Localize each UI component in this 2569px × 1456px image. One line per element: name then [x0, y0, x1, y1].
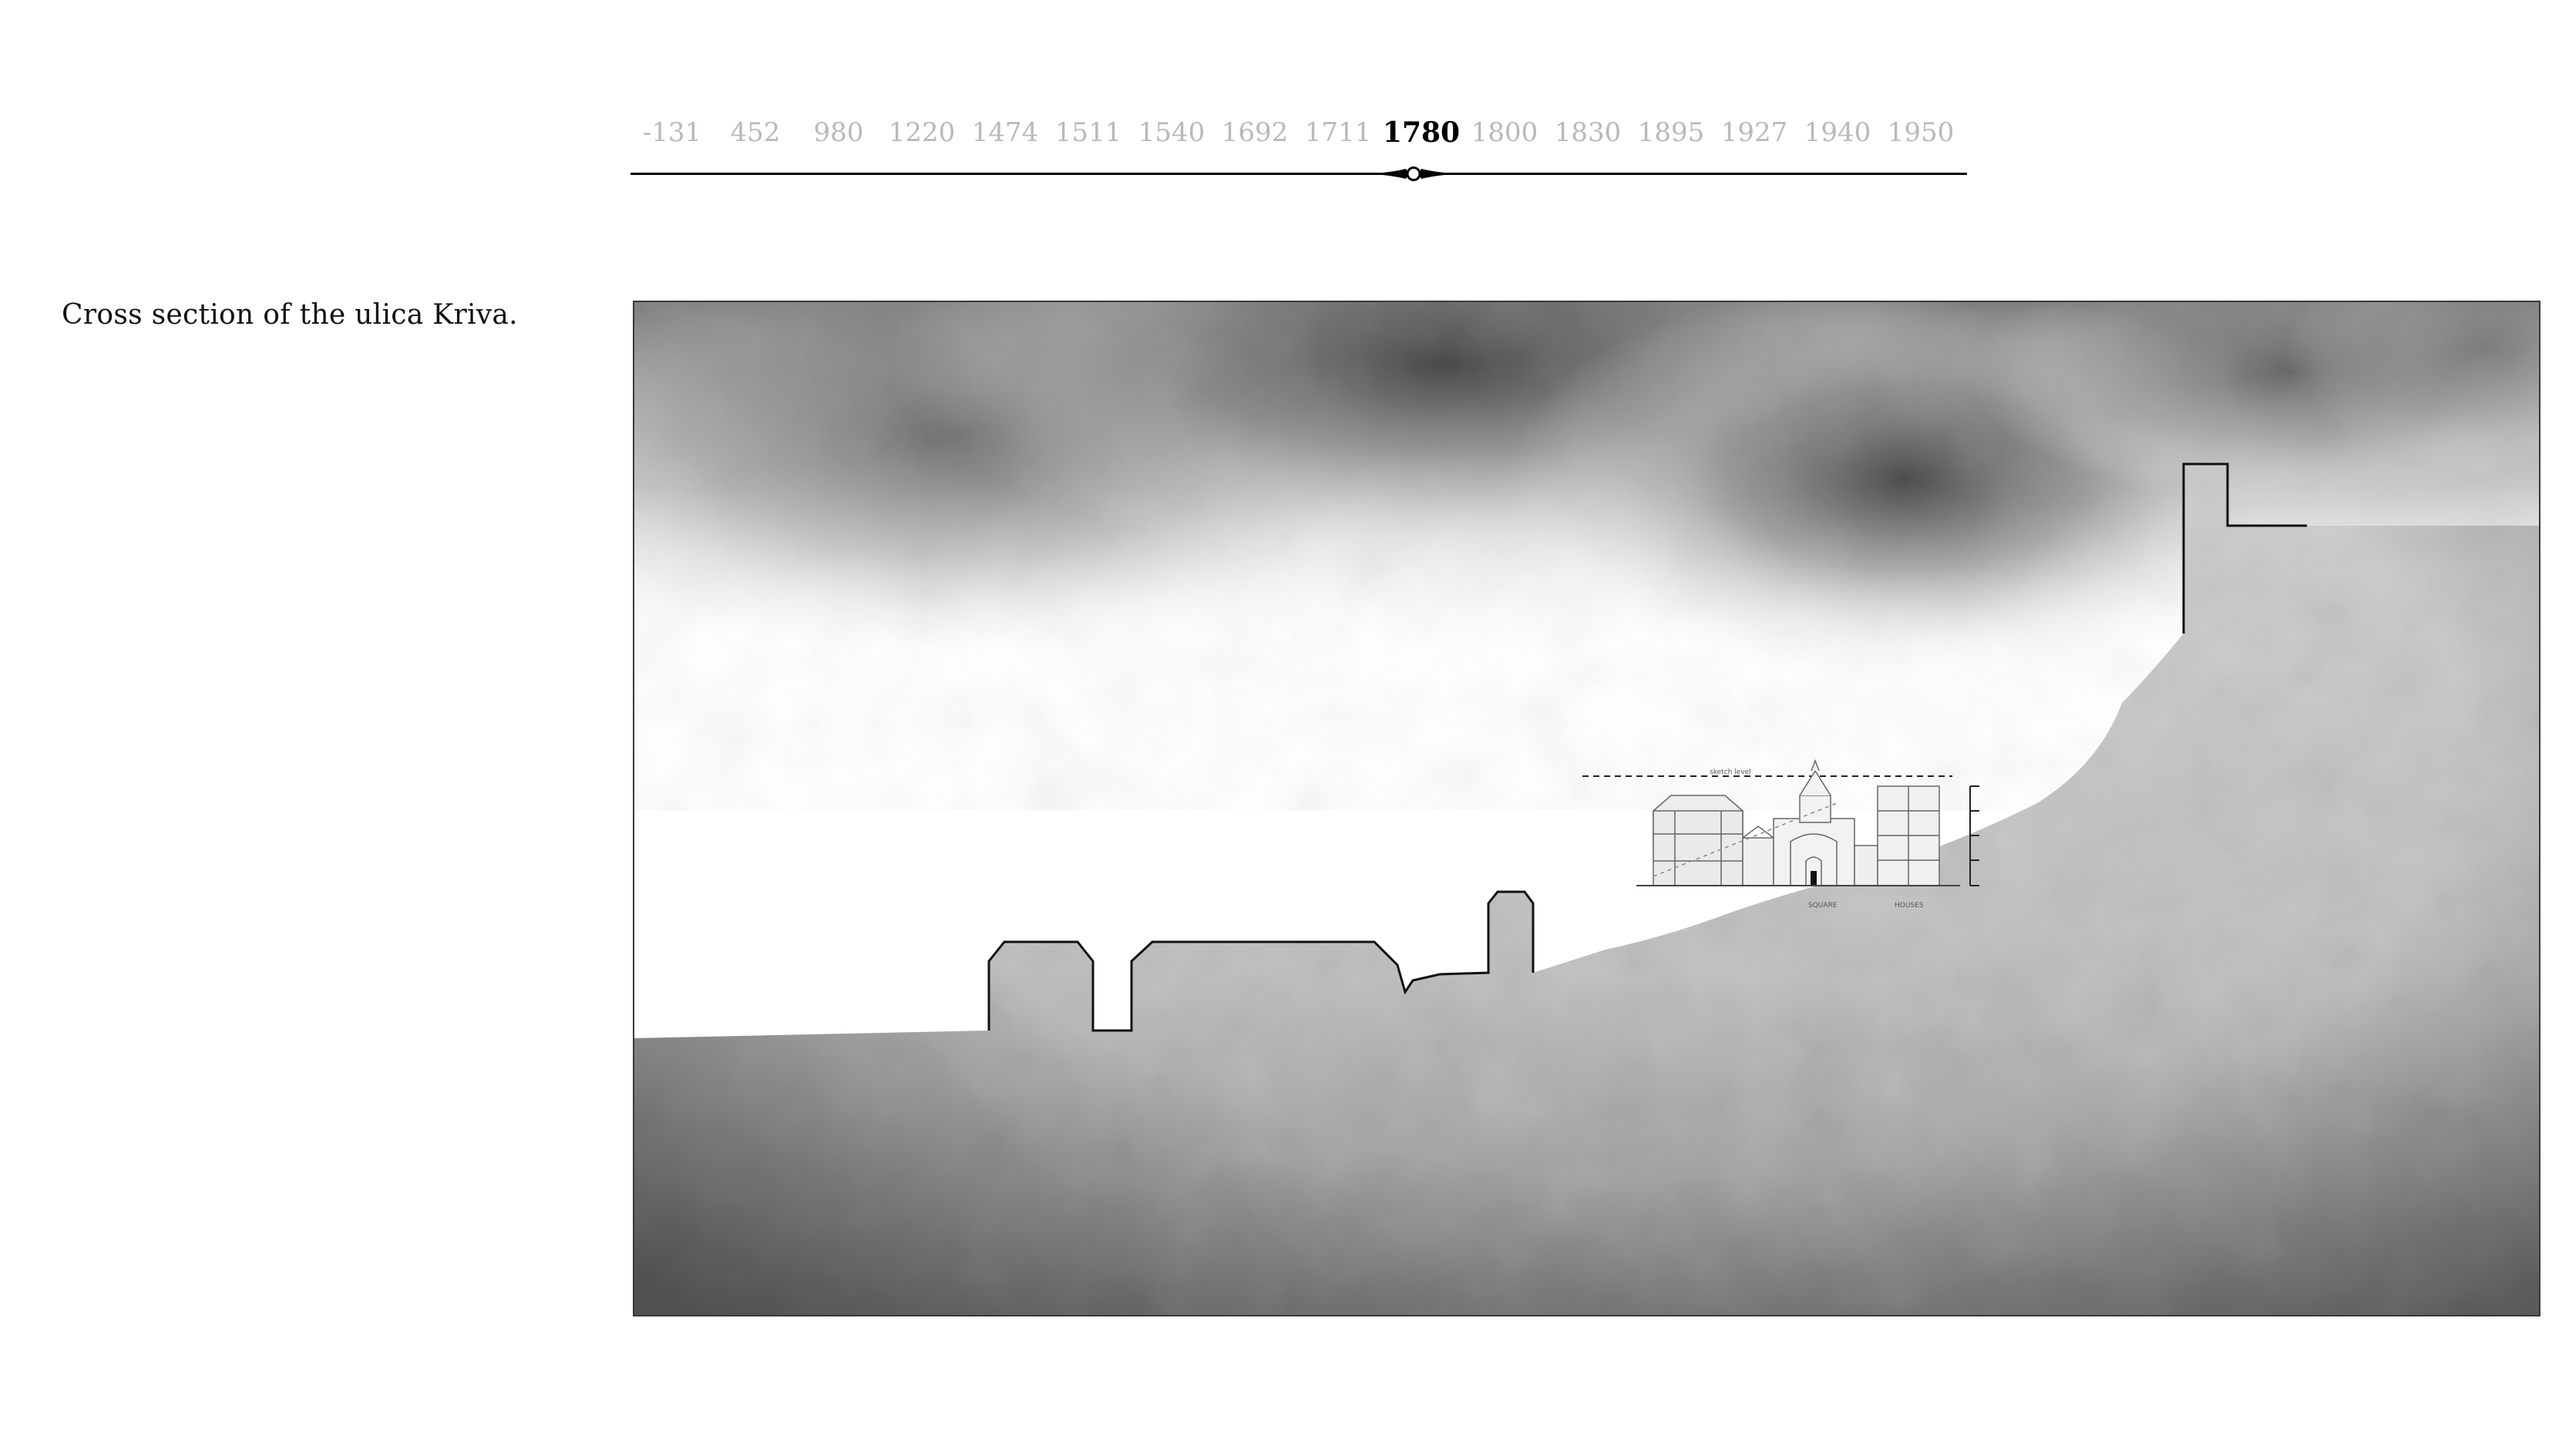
square-sketch: sketch level: [1582, 758, 1979, 910]
timeline-year[interactable]: 1220: [888, 117, 956, 148]
timeline-slider-handle[interactable]: [1367, 166, 1460, 181]
timeline-years: -131 452 980 1220 1474 1511 1540 1692 17…: [630, 108, 1967, 162]
svg-text:HOUSES: HOUSES: [1895, 902, 1924, 910]
timeline-year[interactable]: 1511: [1054, 117, 1122, 148]
timeline-year[interactable]: 1711: [1304, 117, 1372, 148]
timeline-year[interactable]: 1927: [1720, 117, 1788, 148]
timeline-year-active[interactable]: 1780: [1382, 116, 1461, 149]
timeline-year[interactable]: 1940: [1804, 117, 1871, 148]
timeline-year[interactable]: 1800: [1471, 117, 1538, 148]
timeline-year[interactable]: 980: [813, 117, 864, 148]
timeline-year[interactable]: 1474: [971, 117, 1039, 148]
timeline-year[interactable]: 1950: [1887, 117, 1955, 148]
svg-text:sketch level: sketch level: [1710, 768, 1751, 776]
svg-text:SQUARE: SQUARE: [1808, 902, 1838, 910]
timeline-year[interactable]: 1895: [1637, 117, 1705, 148]
timeline-line: [630, 173, 1967, 175]
timeline-year[interactable]: -131: [642, 117, 702, 148]
cross-section-panel: sketch level: [633, 301, 2540, 1316]
section-caption: Cross section of the ulica Kriva.: [62, 299, 518, 331]
timeline: -131 452 980 1220 1474 1511 1540 1692 17…: [630, 108, 1967, 185]
timeline-year[interactable]: 452: [730, 117, 781, 148]
timeline-year[interactable]: 1830: [1554, 117, 1622, 148]
timeline-year[interactable]: 1692: [1221, 117, 1289, 148]
cross-section-drawing: sketch level: [634, 302, 2539, 1315]
timeline-track[interactable]: [630, 166, 1967, 181]
timeline-year[interactable]: 1540: [1138, 117, 1205, 148]
